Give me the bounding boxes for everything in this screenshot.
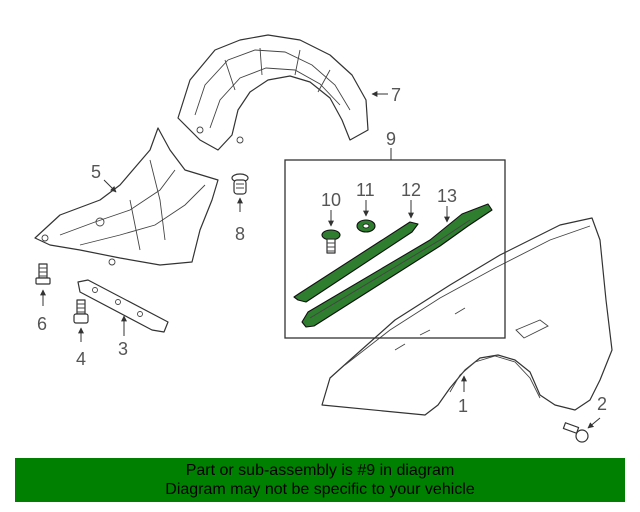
- bolt-part-4[interactable]: [73, 299, 89, 342]
- callout-12: 12: [401, 180, 421, 200]
- parts-diagram: 1 2 3 4 5 6 7 8 9 10 11 12 13: [34, 34, 613, 443]
- bolt-part-2[interactable]: [562, 417, 601, 443]
- clip-part-8[interactable]: [231, 173, 249, 212]
- seal-strip-part-12[interactable]: [293, 221, 419, 303]
- callout-4: 4: [76, 349, 86, 369]
- screw-part-10[interactable]: [321, 229, 341, 254]
- callout-1: 1: [458, 396, 468, 416]
- banner-line-2: Diagram may not be specific to your vehi…: [165, 481, 475, 498]
- bracket-part-3[interactable]: [77, 279, 169, 336]
- banner-line-1: Part or sub-assembly is #9 in diagram: [185, 462, 455, 479]
- callout-10: 10: [321, 190, 341, 210]
- fender-part-1[interactable]: [321, 217, 613, 416]
- wheel-liner-part-7[interactable]: [177, 34, 369, 151]
- callout-7: 7: [391, 85, 401, 105]
- nut-part-11[interactable]: [356, 219, 376, 233]
- callout-13: 13: [437, 186, 457, 206]
- callout-6: 6: [37, 314, 47, 334]
- callout-3: 3: [118, 339, 128, 359]
- callout-2: 2: [597, 394, 607, 414]
- screw-part-6[interactable]: [35, 263, 51, 306]
- callout-9: 9: [386, 129, 396, 149]
- callout-8: 8: [235, 224, 245, 244]
- info-banner: Part or sub-assembly is #9 in diagram Di…: [15, 458, 625, 502]
- fender-liner-part-5[interactable]: [34, 127, 219, 266]
- assembly-box-part-9[interactable]: [284, 148, 506, 339]
- callout-5: 5: [91, 162, 101, 182]
- callout-11: 11: [356, 180, 375, 200]
